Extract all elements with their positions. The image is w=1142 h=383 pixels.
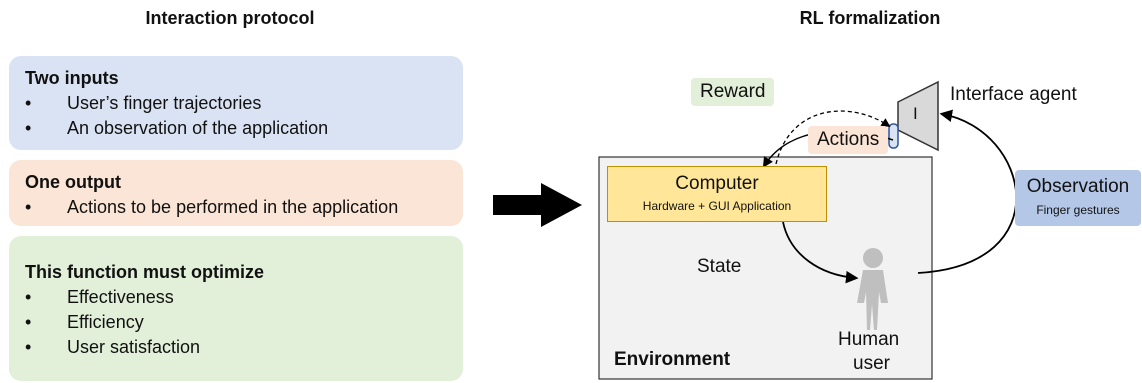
optimize-item-efficiency: Efficiency	[25, 310, 447, 335]
output-list: Actions to be performed in the applicati…	[25, 195, 447, 220]
reward-label: Reward	[691, 78, 775, 106]
output-box-title: One output	[25, 172, 121, 192]
agent-trapezoid-icon	[897, 80, 939, 152]
agent-handle	[888, 123, 899, 149]
observation-subtitle: Finger gestures	[1036, 203, 1120, 217]
right-heading: RL formalization	[799, 8, 941, 28]
state-arrow	[782, 221, 859, 284]
inputs-item-observation: An observation of the application	[25, 116, 447, 141]
inputs-box-title: Two inputs	[25, 68, 119, 88]
reward-arrow	[775, 110, 891, 165]
optimize-item-satisfaction: User satisfaction	[25, 335, 447, 360]
optimize-box: This function must optimize Effectivenes…	[9, 236, 463, 381]
inputs-list: User’s finger trajectories An observatio…	[25, 91, 447, 141]
state-label: State	[697, 256, 742, 277]
observation-title: Observation	[1026, 176, 1130, 197]
agent-symbol: I	[913, 104, 918, 123]
optimize-item-effectiveness: Effectiveness	[25, 285, 447, 310]
actions-label: Actions	[808, 126, 889, 154]
optimize-list: Effectiveness Efficiency User satisfacti…	[25, 285, 447, 360]
output-box: One output Actions to be performed in th…	[9, 160, 463, 226]
observation-box: Observation Finger gestures	[1015, 170, 1141, 226]
computer-subtitle: Hardware + GUI Application	[642, 199, 792, 213]
block-arrow	[493, 183, 582, 227]
human-label-line2: user	[853, 353, 890, 374]
inputs-item-finger-trajectories: User’s finger trajectories	[25, 91, 447, 116]
human-label-line1: Human	[838, 329, 900, 350]
output-item-actions: Actions to be performed in the applicati…	[25, 195, 447, 220]
left-heading: Interaction protocol	[145, 8, 315, 28]
environment-label: Environment	[614, 349, 731, 370]
optimize-box-title: This function must optimize	[25, 262, 264, 282]
computer-title: Computer	[675, 173, 759, 194]
computer-box: Computer Hardware + GUI Application	[607, 166, 827, 222]
interface-agent-label: Interface agent	[950, 84, 1077, 105]
inputs-box: Two inputs User’s finger trajectories An…	[9, 56, 463, 150]
human-user-icon	[857, 248, 888, 330]
